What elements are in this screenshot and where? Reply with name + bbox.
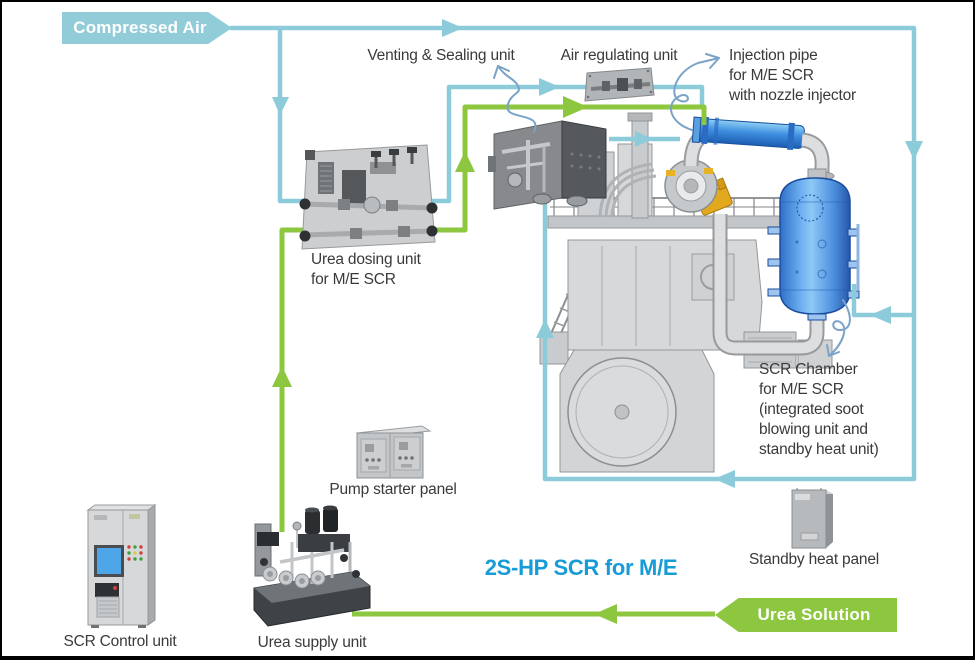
label-pump-starter-panel: Pump starter panel bbox=[329, 481, 457, 498]
label-air-regulating-unit: Air regulating unit bbox=[560, 47, 678, 64]
arrow-air-to-chamber bbox=[870, 306, 891, 324]
air-regulating-unit-illustration bbox=[584, 67, 655, 102]
scr-control-unit-illustration bbox=[86, 504, 157, 628]
compressed-air-banner: Compressed Air bbox=[62, 12, 232, 44]
main-engine-illustration bbox=[539, 112, 841, 473]
injection-pipe-illustration bbox=[691, 116, 805, 151]
urea-supply-unit-illustration bbox=[253, 505, 371, 627]
arrow-urea-to-injection bbox=[563, 96, 588, 118]
label-injection-pipe: Injection pipe for M/E SCR with nozzle i… bbox=[729, 47, 856, 104]
diagram-title: 2S-HP SCR for M/E bbox=[484, 555, 678, 580]
label-scr-control-unit: SCR Control unit bbox=[63, 633, 177, 650]
label-venting-sealing-unit: Venting & Sealing unit bbox=[367, 47, 515, 64]
arrow-urea-up-dosing bbox=[455, 151, 475, 172]
arrow-air-bottom-left bbox=[714, 470, 735, 488]
arrow-urea-up-supply bbox=[272, 366, 292, 387]
curly-arrow-scr-chamber bbox=[828, 299, 851, 357]
arrow-air-branch-down bbox=[272, 97, 289, 115]
urea-solution-banner: Urea Solution bbox=[715, 598, 897, 632]
arrow-air-right-down bbox=[905, 141, 923, 160]
curly-arrow-injection-pipe bbox=[670, 57, 720, 131]
venting-sealing-unit-illustration bbox=[488, 120, 607, 210]
arrow-air-up-to-venting bbox=[536, 319, 554, 338]
compressed-air-banner-label: Compressed Air bbox=[73, 18, 207, 37]
scr-chamber-illustration bbox=[767, 132, 860, 321]
label-standby-heat-panel: Standby heat panel bbox=[749, 551, 879, 568]
label-scr-chamber: SCR Chamber for M/E SCR (integrated soot… bbox=[759, 361, 879, 458]
pump-starter-panel-illustration bbox=[355, 425, 432, 479]
label-urea-supply-unit: Urea supply unit bbox=[257, 634, 367, 651]
arrow-venting-to-engine bbox=[635, 131, 653, 147]
urea-solution-banner-label: Urea Solution bbox=[757, 605, 871, 624]
curly-arrow-venting-sealing bbox=[497, 65, 537, 133]
arrow-air-to-regulating bbox=[539, 78, 560, 96]
flow-lines-urea bbox=[272, 96, 715, 624]
urea-dosing-unit-illustration bbox=[299, 144, 438, 250]
arrow-urea-solution-left bbox=[594, 604, 617, 624]
label-urea-dosing-unit: Urea dosing unit for M/E SCR bbox=[311, 251, 421, 288]
annotation-arrows bbox=[493, 53, 851, 357]
arrow-air-top-right bbox=[442, 19, 463, 37]
standby-heat-panel-illustration bbox=[791, 488, 833, 549]
flow-lines-compressed-air bbox=[230, 19, 923, 488]
